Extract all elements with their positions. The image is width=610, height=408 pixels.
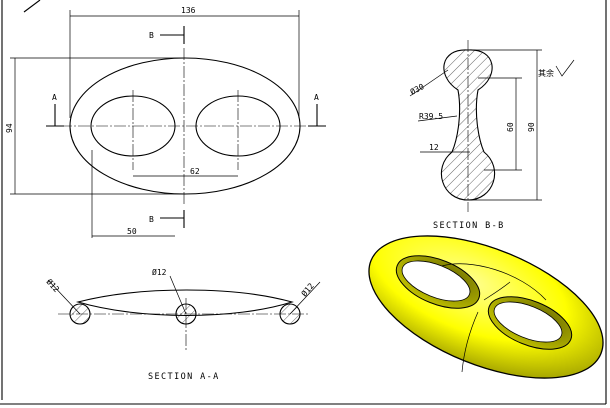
dim-90: 90 — [527, 122, 536, 132]
dim-94: 94 — [5, 123, 14, 133]
section-bb-view: Ø30 R39.5 12 60 90 其余 SECTION B-B — [408, 40, 575, 231]
section-aa-title: SECTION A-A — [148, 372, 220, 382]
leader-left — [47, 279, 81, 315]
section-aa-profile — [75, 289, 294, 316]
leader-right — [289, 281, 321, 315]
leader-center — [169, 275, 187, 315]
isometric-3d-model — [368, 235, 604, 379]
model-outer-body — [368, 235, 604, 379]
dim-center: Ø12 — [152, 267, 167, 277]
section-mark-b-bottom: B — [149, 215, 154, 224]
section-mark-a-right: A — [314, 93, 319, 102]
model-parting-line-top — [441, 263, 547, 301]
corner-stroke — [23, 0, 41, 13]
dim-136: 136 — [181, 6, 196, 15]
section-bb-title: SECTION B-B — [433, 221, 505, 231]
model-hole-right-through — [493, 301, 563, 343]
model-bridge-edge — [483, 281, 511, 301]
dim-12: 12 — [429, 143, 439, 152]
section-mark-a-left: A — [52, 93, 57, 102]
dim-62: 62 — [190, 167, 200, 176]
dim-right: Ø12 — [299, 281, 316, 299]
leader-r39 — [417, 115, 458, 122]
section-aa-view: Ø12 Ø12 Ø12 SECTION A-A — [45, 267, 321, 382]
leader-dia30 — [409, 69, 449, 97]
front-view: 136 94 62 50 B B A A — [5, 6, 326, 238]
surface-finish-symbol — [555, 59, 575, 77]
dim-60: 60 — [506, 122, 515, 132]
model-parting-line-bottom — [461, 311, 479, 373]
surface-finish-note: 其余 — [538, 68, 554, 78]
dim-50: 50 — [127, 227, 137, 236]
section-mark-b-top: B — [149, 31, 154, 40]
dim-dia30: Ø30 — [408, 81, 426, 97]
model-hole-left-through — [401, 260, 471, 302]
dim-r39: R39.5 — [419, 112, 443, 121]
